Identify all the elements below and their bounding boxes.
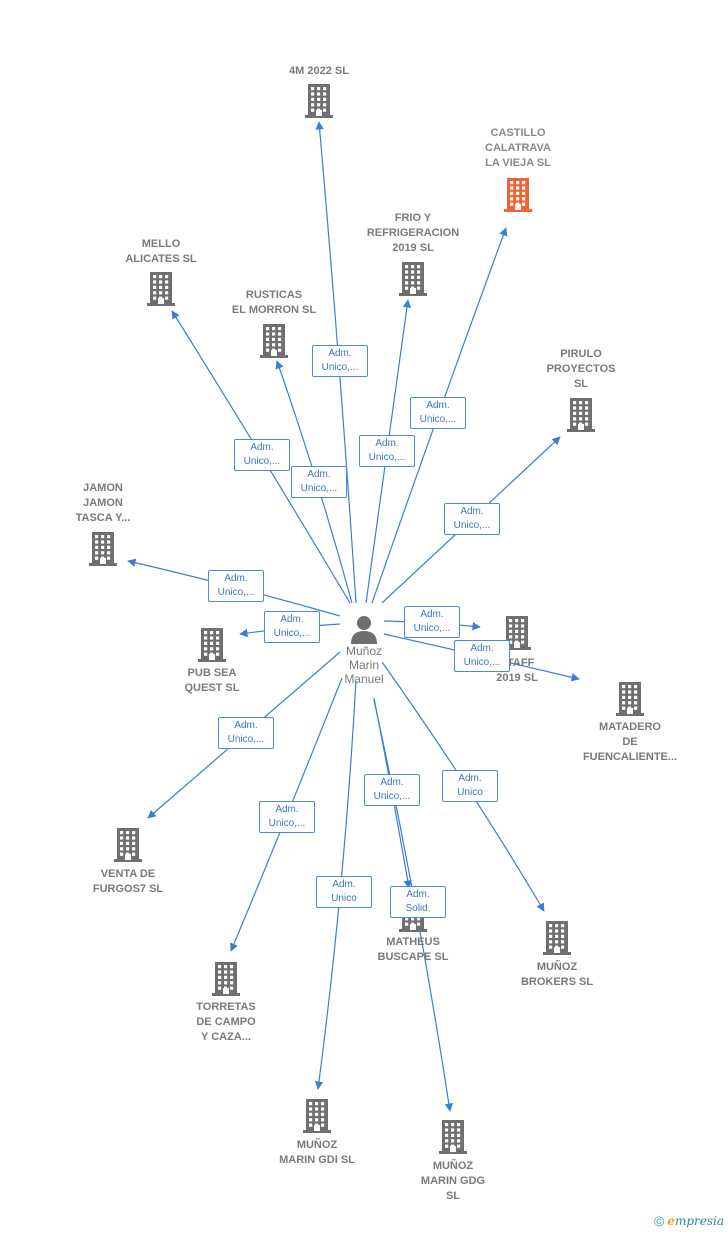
copyright-icon: © — [653, 1213, 665, 1229]
person-icon — [351, 616, 377, 644]
role-label-matadero[interactable]: Adm.Unico,... — [454, 640, 510, 672]
building-icon[interactable] — [448, 178, 588, 212]
building-icon[interactable] — [58, 828, 198, 862]
building-icon[interactable] — [33, 532, 173, 566]
role-label-matheus[interactable]: Adm.Unico,... — [364, 774, 420, 806]
role-label-staff[interactable]: Adm.Unico,... — [404, 606, 460, 638]
building-icon[interactable] — [247, 1099, 387, 1133]
building-icon[interactable] — [249, 84, 389, 118]
role-label-pubsea[interactable]: Adm.Unico,... — [264, 611, 320, 643]
role-label-rusticas[interactable]: Adm.Unico,... — [291, 466, 347, 498]
role-label-munozbrokers[interactable]: Adm.Unico — [442, 770, 498, 802]
building-icon[interactable] — [447, 616, 587, 650]
role-label-munozgdi[interactable]: Adm.Unico — [316, 876, 372, 908]
building-icon[interactable] — [204, 324, 344, 358]
role-label-frio[interactable]: Adm.Unico,... — [359, 435, 415, 467]
role-label-4m2022[interactable]: Adm.Unico,... — [312, 345, 368, 377]
role-label-mello[interactable]: Adm.Unico,... — [234, 439, 290, 471]
role-label-venta[interactable]: Adm.Unico,... — [218, 717, 274, 749]
building-icon[interactable] — [487, 921, 627, 955]
empresia-logo[interactable]: empresia — [667, 1214, 724, 1228]
building-icon[interactable] — [511, 398, 651, 432]
building-icon[interactable] — [560, 682, 700, 716]
company-node-4m2022[interactable]: 4M 2022 SL — [249, 64, 389, 118]
building-icon[interactable] — [343, 262, 483, 296]
building-icon[interactable] — [91, 272, 231, 306]
role-label-munozgdg[interactable]: Adm.Solid. — [390, 886, 446, 918]
company-label[interactable]: 4M 2022 SL — [289, 65, 349, 77]
role-label-jamon[interactable]: Adm.Unico,... — [208, 570, 264, 602]
building-icon[interactable] — [142, 628, 282, 662]
role-label-torretas[interactable]: Adm.Unico,... — [259, 801, 315, 833]
building-icon[interactable] — [156, 962, 296, 996]
role-label-pirulo[interactable]: Adm.Unico,... — [444, 503, 500, 535]
copyright-footer: © empresia — [654, 1213, 724, 1229]
role-label-castillo[interactable]: Adm.Unico,... — [410, 397, 466, 429]
building-icon[interactable] — [383, 1120, 523, 1154]
